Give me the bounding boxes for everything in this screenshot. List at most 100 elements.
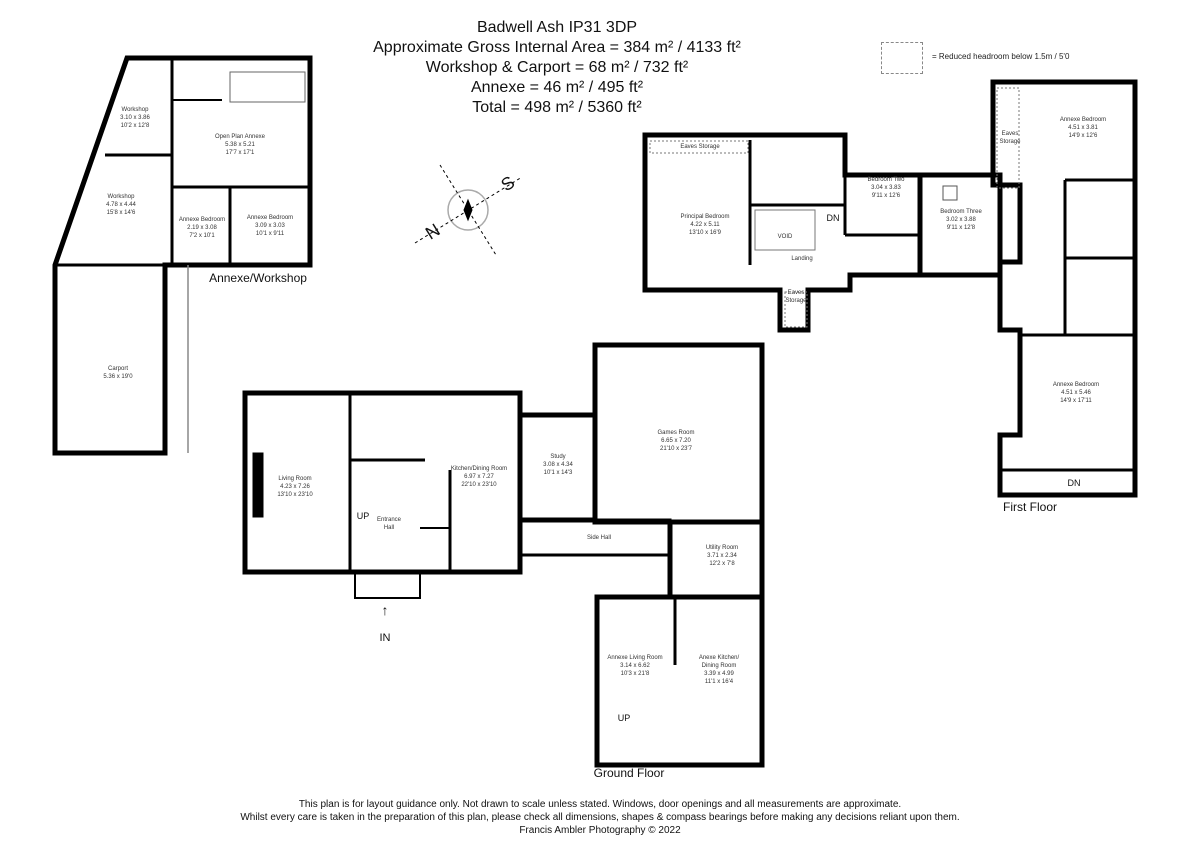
room-metric: 5.38 x 5.21 (225, 142, 255, 148)
room-metric: 4.51 x 5.46 (1061, 390, 1091, 396)
room-living-room: Living Room 4.23 x 7.26 13'10 x 23'10 (277, 475, 312, 499)
room-name: Annexe Bedroom (1059, 117, 1107, 123)
annexe-workshop-outline (52, 55, 313, 456)
room-name: Principal Bedroom (680, 214, 730, 220)
label-line: Entrance (376, 517, 402, 523)
side-hall-label: Side Hall (586, 535, 612, 541)
room-annexe-bedroom-small: Annexe Bedroom 2.19 x 3.08 7'2 x 10'1 (179, 216, 225, 240)
stairs-down-main: DN (826, 213, 840, 223)
room-metric: 4.22 x 5.11 (690, 222, 720, 228)
label-line: Hall (383, 525, 395, 531)
room-metric: 4.23 x 7.26 (280, 484, 310, 490)
room-imperial: 17'7 x 17'1 (225, 150, 255, 156)
room-name: Workshop (107, 194, 135, 200)
room-metric: 5.36 x 19'0 (103, 374, 133, 380)
annexe-area: Annexe = 46 m² / 495 ft² (470, 79, 644, 96)
room-annexe-bedroom-ff-2: Annexe Bedroom 4.51 x 5.46 14'9 x 17'11 (1053, 381, 1099, 405)
room-name: Bedroom Three (940, 209, 982, 215)
room-metric: 6.65 x 7.20 (661, 438, 691, 444)
room-imperial: 7'2 x 10'1 (189, 233, 215, 239)
room-metric: 3.09 x 3.03 (255, 223, 285, 229)
room-name: Open Plan Annexe (214, 134, 266, 140)
section-annexe-workshop: Annexe/Workshop (209, 271, 307, 285)
room-imperial: 14'9 x 12'6 (1068, 133, 1098, 139)
label-line: Storage (999, 139, 1021, 145)
room-annexe-bedroom: Annexe Bedroom 3.09 x 3.03 10'1 x 9'11 (247, 214, 293, 238)
room-carport: Carport 5.36 x 19'0 (103, 365, 132, 381)
room-metric: 3.08 x 4.34 (543, 462, 573, 468)
room-metric: 3.04 x 3.83 (871, 185, 901, 191)
room-imperial: 13'10 x 16'9 (689, 230, 721, 236)
total-area: Total = 498 m² / 5360 ft² (472, 99, 642, 116)
reduced-headroom-legend-swatch (881, 42, 923, 74)
disclaimer-line-1: This plan is for layout guidance only. N… (298, 799, 902, 810)
room-metric: 3.39 x 4.99 (704, 671, 734, 677)
gross-area: Approximate Gross Internal Area = 384 m²… (373, 39, 741, 56)
section-first-floor: First Floor (1003, 500, 1057, 514)
room-principal-bedroom: Principal Bedroom 4.22 x 5.11 13'10 x 16'9 (680, 213, 729, 237)
stairs-down-annexe: DN (1067, 478, 1081, 488)
entrance-arrow-icon: ↑ (381, 602, 389, 618)
room-name: Carport (107, 366, 129, 372)
eaves-storage-top: Eaves Storage (680, 144, 720, 150)
stairs-up-annexe: UP (617, 713, 631, 723)
room-name: Workshop (121, 107, 149, 113)
stairs-up-main: UP (356, 511, 370, 521)
room-imperial: 22'10 x 23'10 (461, 482, 497, 488)
compass-icon (414, 164, 523, 256)
room-name: Anexe Kitchen/ Dining Room (698, 655, 740, 669)
room-metric: 3.10 x 3.86 (120, 115, 150, 121)
room-name: Annexe Bedroom (246, 215, 294, 221)
label-line: Storage (785, 298, 807, 304)
room-metric: 3.14 x 6.62 (620, 663, 650, 669)
room-name: Study (550, 454, 566, 460)
address-title: Badwell Ash IP31 3DP (476, 19, 638, 36)
label-line: Eaves (1001, 131, 1019, 137)
room-imperial: 10'1 x 9'11 (255, 231, 285, 237)
room-imperial: 13'10 x 23'10 (277, 492, 313, 498)
room-annexe-bedroom-ff-1: Annexe Bedroom 4.51 x 3.81 14'9 x 12'6 (1060, 116, 1106, 140)
void-label: VOID (777, 234, 793, 240)
room-name: Bedroom Two (867, 177, 905, 183)
label-line: Eaves (787, 290, 805, 296)
room-name: Games Room (657, 430, 695, 436)
room-name: Annexe Bedroom (1052, 382, 1100, 388)
section-ground-floor: Ground Floor (593, 766, 665, 780)
room-metric: 2.19 x 3.08 (187, 225, 217, 231)
entrance-label: IN (379, 632, 391, 644)
room-annexe-living-room: Annexe Living Room 3.14 x 6.62 10'3 x 21'8 (607, 654, 662, 678)
workshop-carport-area: Workshop & Carport = 68 m² / 732 ft² (425, 59, 689, 76)
room-imperial: 9'11 x 12'6 (871, 193, 901, 199)
room-metric: 3.02 x 3.88 (946, 217, 976, 223)
first-floor-annexe-outline (990, 79, 1138, 498)
reduced-headroom-legend-text: = Reduced headroom below 1.5m / 5'0 (932, 52, 1070, 61)
room-open-plan-annexe: Open Plan Annexe 5.38 x 5.21 17'7 x 17'1 (215, 133, 265, 157)
room-name: Annexe Living Room (607, 655, 663, 661)
room-bedroom-two: Bedroom Two 3.04 x 3.83 9'11 x 12'6 (868, 176, 905, 200)
room-imperial: 10'2 x 12'8 (120, 123, 150, 129)
room-utility-room: Utility Room 3.71 x 2.34 12'2 x 7'8 (706, 544, 738, 568)
room-imperial: 14'9 x 17'11 (1060, 398, 1092, 404)
room-imperial: 12'2 x 7'8 (709, 561, 735, 567)
disclaimer-line-2: Whilst every care is taken in the prepar… (240, 812, 960, 823)
room-name: Annexe Bedroom (178, 217, 226, 223)
room-name: Utility Room (705, 545, 739, 551)
room-name: Living Room (278, 476, 312, 482)
room-imperial: 10'3 x 21'8 (620, 671, 650, 677)
room-workshop-1: Workshop 3.10 x 3.86 10'2 x 12'8 (120, 106, 150, 130)
room-metric: 3.71 x 2.34 (707, 553, 737, 559)
landing-label: Landing (791, 256, 813, 262)
room-metric: 4.51 x 3.81 (1068, 125, 1098, 131)
room-imperial: 15'8 x 14'6 (106, 210, 136, 216)
